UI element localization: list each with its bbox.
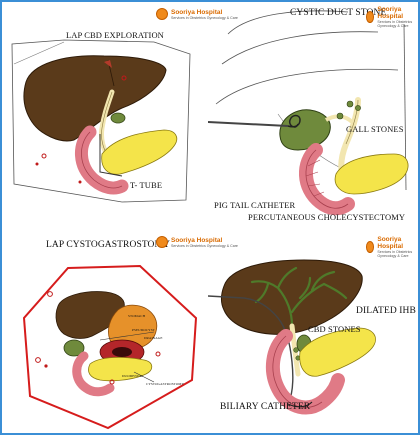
brand-tagline: Services in Obstetrics Gynecology & Care [377,250,413,258]
panel-title: LAP CBD EXPLORATION [66,30,164,40]
hospital-logo-icon [366,11,375,23]
hospital-logo-icon [366,241,375,253]
label-duodenum: DUODENUM [122,374,143,378]
label-stomach: STOMACH [128,314,146,318]
label-percutaneous-cholecystectomy: PERCUTANEOUS CHOLECYSTECTOMY [248,212,406,222]
label-biliary-catheter: BILIARY CATHETER [220,402,311,412]
brand-name: Sooriya Hospital [377,6,404,20]
panel-title: LAP CYSTOGASTROSTOMY [46,240,171,250]
brand-logo-bottom-left: Sooriya Hospital Services in Obstetrics … [156,236,238,248]
panel-lap-cbd-exploration: LAP CBD EXPLORATION T- TUBE [4,4,206,214]
label-gall-stones: GALL STONES [346,124,404,134]
panel-biliary-catheter: DILATED IHBR CBD STONES BILIARY CATHETER [208,232,416,431]
label-pig-tail-catheter: PIG TAIL CATHETER [214,200,296,210]
panel-lap-cystogastrostomy: LAP CYSTOGASTROSTOMY STOMACH PSEUDOCYST … [4,232,206,431]
brand-tagline: Services in Obstetrics Gynecology & Care [171,15,238,20]
label-cystogastrostomy: CYSTOGASTROSTOMY [146,382,185,386]
hospital-logo-icon [156,236,168,248]
label-dilated-ihbr: DILATED IHBR [356,306,416,316]
label-cbd-stones: CBD STONES [308,324,361,334]
brand-logo-top-left: Sooriya Hospital Services in Obstetrics … [156,8,238,20]
label-drainage: DRAINAGE [144,336,163,340]
panel-title: CYSTIC DUCT STONE [290,8,387,18]
brand-name: Sooriya Hospital [377,236,404,250]
label-pseudocyst: PSEUDOCYST [132,328,155,332]
lap-cbd-exploration-illustration [11,39,191,203]
lap-cystogastrostomy-illustration [22,264,198,430]
biliary-catheter-illustration [208,259,376,415]
brand-tagline: Services in Obstetrics Gynecology & Care [377,20,413,28]
brand-tagline: Services in Obstetrics Gynecology & Care [171,243,238,248]
brand-name: Sooriya Hospital [171,236,223,244]
label-t-tube: T- TUBE [130,180,163,190]
brand-logo-top-right: Sooriya Hospital Services in Obstetrics … [366,6,420,28]
cystic-duct-stone-illustration [208,10,409,216]
panel-cystic-duct-stone: CYSTIC DUCT STONE GALL STONES PIG TAIL C… [208,4,416,232]
hospital-logo-icon [156,8,168,20]
brand-name: Sooriya Hospital [171,8,223,16]
brand-logo-bottom-right: Sooriya Hospital Services in Obstetrics … [366,236,420,258]
